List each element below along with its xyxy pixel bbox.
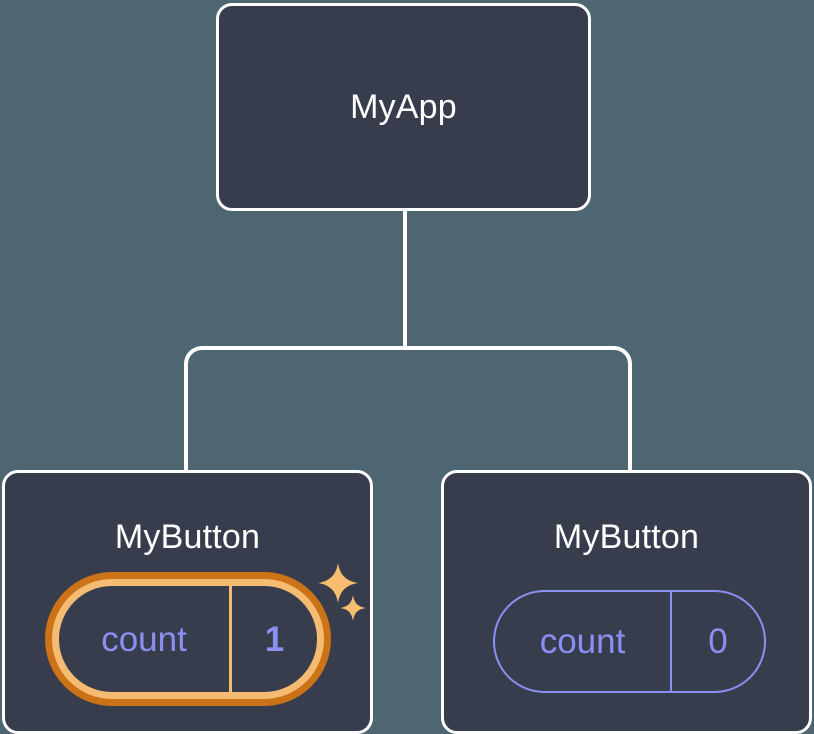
state-key-left: count — [59, 586, 232, 692]
node-myapp[interactable]: MyApp — [216, 3, 591, 211]
state-key-right: count — [495, 592, 672, 691]
state-value-right: 0 — [708, 622, 728, 661]
state-pill-inner: count 1 — [59, 586, 317, 692]
node-title-mybutton-right: MyButton — [553, 518, 700, 556]
connector-bracket — [184, 346, 632, 470]
state-pill-plain[interactable]: count 0 — [493, 590, 766, 693]
state-pill-highlighted[interactable]: count 1 — [45, 572, 331, 706]
node-title-myapp: MyApp — [350, 88, 457, 126]
state-value-left: 1 — [264, 619, 285, 659]
node-title-mybutton-left: MyButton — [114, 518, 261, 556]
